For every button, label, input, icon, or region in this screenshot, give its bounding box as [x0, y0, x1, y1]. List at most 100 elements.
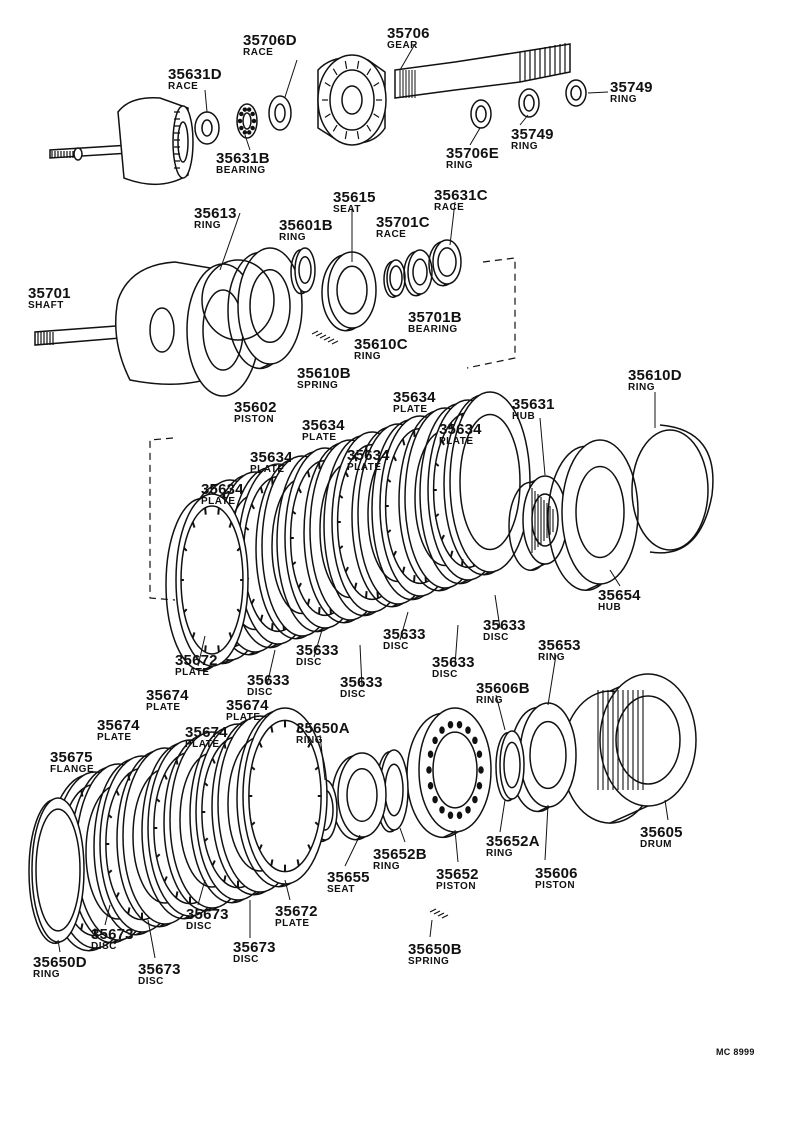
part-number: 35706D: [243, 32, 297, 49]
part-name: PLATE: [393, 404, 428, 415]
part-number: 35613: [194, 205, 237, 222]
part-name: PLATE: [175, 667, 210, 678]
plate-35672: [165, 493, 249, 672]
part-number: 35631B: [216, 150, 270, 167]
part-name: PISTON: [234, 414, 275, 425]
part-number: 35652: [436, 866, 479, 883]
part-number: 35631: [512, 396, 555, 413]
part-name: BEARING: [408, 324, 458, 335]
ring-35610c: [383, 259, 406, 299]
part-number: 35602: [234, 399, 277, 416]
part-name: DISC: [91, 941, 117, 952]
part-name: SEAT: [327, 884, 355, 895]
part-number: 35706E: [446, 145, 499, 162]
hub-35654: [547, 439, 639, 592]
part-number: 35633: [483, 617, 526, 634]
part-name: RING: [373, 861, 400, 872]
part-number: 35673: [91, 926, 134, 943]
part-name: RING: [33, 969, 60, 980]
part-name: SPRING: [408, 956, 450, 967]
part-number: 35701: [28, 285, 71, 302]
part-name: PLATE: [439, 436, 474, 447]
part-number: 35633: [296, 642, 339, 659]
sun-gear-drum: [117, 97, 189, 186]
part-name: PLATE: [146, 702, 181, 713]
part-number: 35674: [185, 724, 228, 741]
part-name: HUB: [512, 411, 536, 422]
part-name: RACE: [434, 202, 465, 213]
part-name: FLANGE: [50, 764, 95, 775]
output-shaft: [49, 144, 131, 159]
part-number: 35701B: [408, 309, 462, 326]
part-number: 35633: [247, 672, 290, 689]
seat-35655: [331, 752, 387, 841]
part-number: 35652A: [486, 833, 540, 850]
part-name: SHAFT: [28, 300, 64, 311]
diagram-code: MC 8999: [716, 1047, 755, 1057]
part-number: 35601B: [279, 217, 333, 234]
part-number: 35633: [432, 654, 475, 671]
input-shaft: [394, 43, 571, 99]
ring-35652b: [375, 749, 409, 833]
drum-35605: [561, 673, 697, 824]
part-number: 35672: [275, 903, 318, 920]
part-number: 35610D: [628, 367, 682, 384]
part-name: RING: [446, 160, 473, 171]
part-number: 35673: [233, 939, 276, 956]
part-number: 35605: [640, 824, 683, 841]
part-number: 35749: [610, 79, 653, 96]
part-name: RACE: [376, 229, 407, 240]
part-name: BEARING: [216, 165, 266, 176]
part-name: HUB: [598, 602, 622, 613]
part-name: PISTON: [535, 880, 576, 891]
part-name: RING: [296, 735, 323, 746]
part-name: DISC: [233, 954, 259, 965]
part-name: RING: [628, 382, 655, 393]
part-number: 35631C: [434, 187, 488, 204]
part-name: DISC: [247, 687, 273, 698]
part-number: 35633: [383, 626, 426, 643]
part-number: 35653: [538, 637, 581, 654]
part-number: 35633: [340, 674, 383, 691]
part-number: 35615: [333, 189, 376, 206]
race-35631c: [428, 239, 462, 287]
part-number: 35634: [439, 421, 482, 438]
part-number: 35631D: [168, 66, 222, 83]
snap-ring-35650d: [28, 797, 85, 945]
part-name: RING: [476, 695, 503, 706]
part-name: PLATE: [201, 496, 236, 507]
part-number: 35674: [97, 717, 140, 734]
part-name: PLATE: [302, 432, 337, 443]
